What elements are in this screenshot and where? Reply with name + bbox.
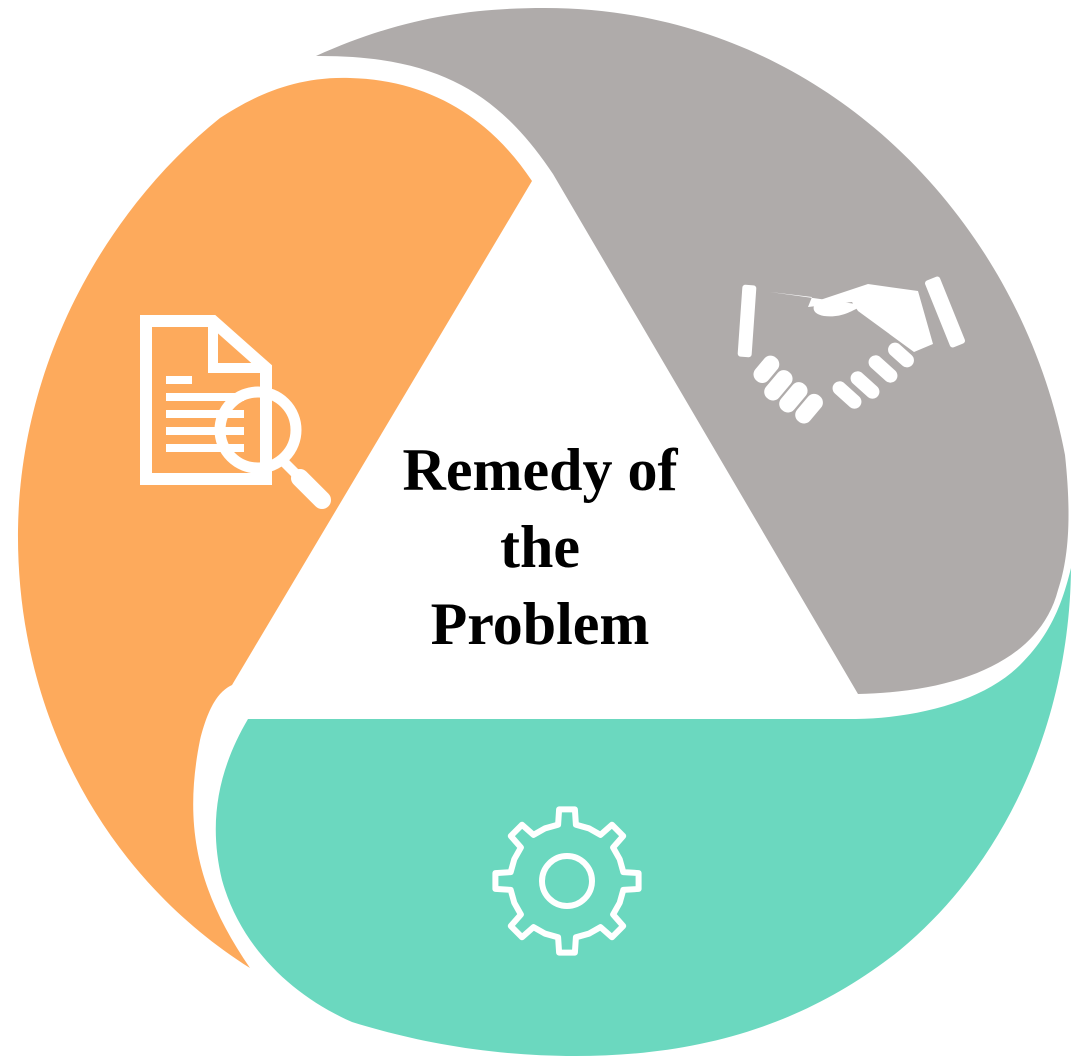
segment-gray <box>316 8 1069 694</box>
segment-teal <box>215 568 1071 1056</box>
gear-icon <box>492 806 642 956</box>
handshake-icon <box>737 276 965 424</box>
document-search-icon <box>140 315 331 509</box>
center-title: Remedy of the Problem <box>330 432 750 663</box>
center-title-line-2: the <box>500 514 580 580</box>
center-title-line-1: Remedy of <box>402 437 678 503</box>
center-title-line-3: Problem <box>430 591 650 657</box>
segment-orange <box>17 77 533 968</box>
